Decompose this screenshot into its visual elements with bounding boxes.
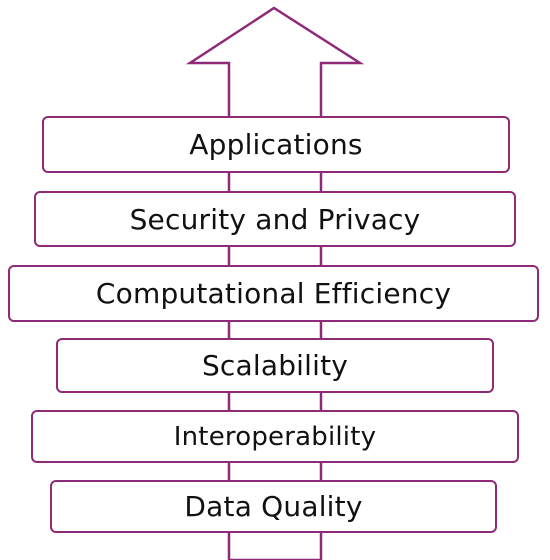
layer-data-quality: Data Quality xyxy=(50,480,497,533)
layer-label: Applications xyxy=(189,128,363,161)
layer-label: Computational Efficiency xyxy=(95,277,452,310)
layer-label: Security and Privacy xyxy=(129,202,421,236)
layer-label: Scalability xyxy=(201,349,349,382)
layer-label: Data Quality xyxy=(184,490,363,523)
layer-scalability: Scalability xyxy=(56,338,494,393)
layer-interoperability: Interoperability xyxy=(31,410,519,463)
layer-applications: Applications xyxy=(42,116,510,173)
layer-label: Interoperability xyxy=(173,421,377,452)
layer-security-and-privacy: Security and Privacy xyxy=(34,191,516,247)
layer-computational-efficiency: Computational Efficiency xyxy=(8,265,539,322)
